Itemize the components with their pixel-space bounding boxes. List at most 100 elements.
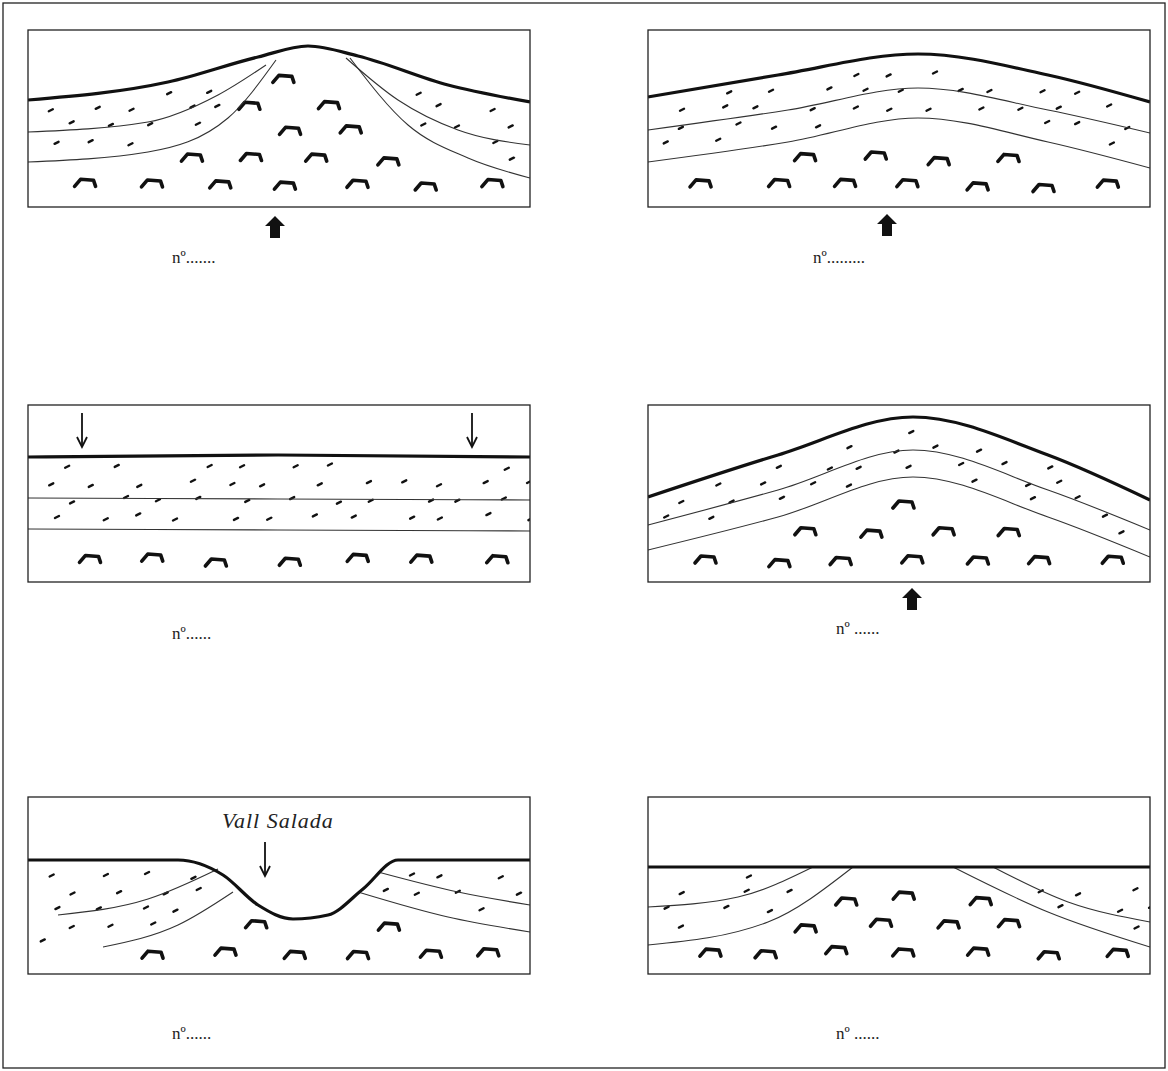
sediment-dot	[1133, 888, 1137, 890]
uplift-arrow	[265, 216, 285, 238]
salt-mark	[967, 557, 988, 564]
sediment-dot	[318, 483, 322, 485]
sediment-dot	[788, 890, 792, 892]
salt-mark	[142, 951, 163, 958]
sediment-dot	[234, 518, 238, 520]
salt-mark	[755, 951, 776, 958]
uplift-arrow	[902, 588, 922, 610]
sediment-dot	[108, 925, 112, 927]
sediment-dot	[437, 875, 441, 877]
sediment-dot	[455, 126, 459, 128]
sediment-dot	[977, 450, 981, 452]
salt-mark	[999, 920, 1020, 927]
sediment-dot	[1057, 107, 1061, 109]
arrow-head	[260, 866, 270, 876]
salt-mark	[205, 559, 226, 566]
sediment-dot	[854, 106, 858, 108]
sediment-dot	[89, 140, 93, 142]
section-panel	[648, 405, 1168, 582]
salt-mark	[893, 892, 914, 899]
strata-line	[993, 867, 1150, 922]
salt-mark	[1033, 185, 1054, 192]
sediment-dot	[410, 873, 414, 875]
ground-surface	[28, 455, 530, 457]
sediment-dot	[499, 876, 503, 878]
salt-mark	[830, 558, 851, 565]
sediment-dot	[909, 431, 913, 433]
sediment-dot	[41, 939, 45, 941]
salt-mark	[826, 947, 847, 954]
sediment-dot	[517, 893, 521, 895]
sediment-dot	[49, 483, 53, 485]
sediment-dot	[145, 872, 149, 874]
sediment-dot	[65, 466, 69, 468]
sediment-dot	[979, 108, 983, 110]
sediment-dot	[933, 446, 937, 448]
ground-surface	[648, 417, 1150, 500]
sediment-dot	[70, 926, 74, 928]
sediment-dot	[854, 74, 858, 76]
sediment-dot	[493, 141, 497, 143]
sediment-dot	[240, 465, 244, 467]
sediment-dot	[761, 482, 765, 484]
ground-surface	[648, 865, 1150, 868]
salt-mark	[240, 153, 261, 160]
sediment-dot	[89, 485, 93, 487]
sediment-dot	[367, 481, 371, 483]
sediment-dot	[97, 907, 101, 909]
arrow-head	[467, 437, 477, 447]
sediment-dot	[109, 124, 113, 126]
sediment-dot	[811, 108, 815, 110]
sediment-dot	[384, 889, 388, 891]
sediment-dot	[1018, 108, 1022, 110]
panel-frame	[648, 30, 1150, 207]
sediment-dot	[148, 123, 152, 125]
salt-mark	[284, 951, 305, 958]
sediment-dot	[96, 107, 100, 109]
sediment-dot	[747, 876, 751, 878]
salt-mark	[210, 181, 231, 188]
sediment-dot	[780, 497, 784, 499]
salt-mark	[1038, 952, 1059, 959]
salt-mark	[928, 158, 949, 165]
salt-mark	[695, 556, 716, 563]
sediment-dot	[130, 109, 134, 111]
section-panel	[28, 30, 566, 207]
salt-mark	[897, 180, 918, 187]
sediment-dot	[156, 499, 160, 501]
strata-line	[350, 58, 530, 178]
salt-mark	[795, 528, 816, 535]
sediment-dot	[777, 466, 781, 468]
sediment-dot	[230, 483, 234, 485]
sediment-dot	[509, 125, 513, 127]
sediment-dot	[70, 893, 74, 895]
sediment-dot	[369, 500, 373, 502]
salt-mark	[274, 182, 295, 189]
ground-surface	[648, 54, 1150, 102]
sediment-dot	[679, 127, 683, 129]
sediment-dot	[1058, 905, 1062, 907]
sediment-dot	[117, 891, 121, 893]
salt-mark	[1029, 557, 1050, 564]
sediment-dot	[207, 91, 211, 93]
salt-mark	[769, 560, 790, 567]
strata-line	[28, 498, 530, 500]
outer-frame	[3, 3, 1165, 1068]
salt-mark	[411, 555, 432, 562]
sediment-dot	[1057, 481, 1061, 483]
sediment-dot	[933, 72, 937, 74]
section-panel	[28, 405, 562, 582]
salt-mark	[998, 154, 1019, 161]
sediment-dot	[680, 109, 684, 111]
sediment-dot	[745, 890, 749, 892]
sediment-dot	[480, 908, 484, 910]
sediment-dot	[208, 465, 212, 467]
sediment-dot	[972, 480, 976, 482]
sediment-dot	[1041, 90, 1045, 92]
sediment-dot	[679, 926, 683, 928]
sediment-dot	[828, 468, 832, 470]
sediment-dot	[724, 906, 728, 908]
sediment-dot	[191, 480, 195, 482]
strata-line	[58, 869, 218, 915]
